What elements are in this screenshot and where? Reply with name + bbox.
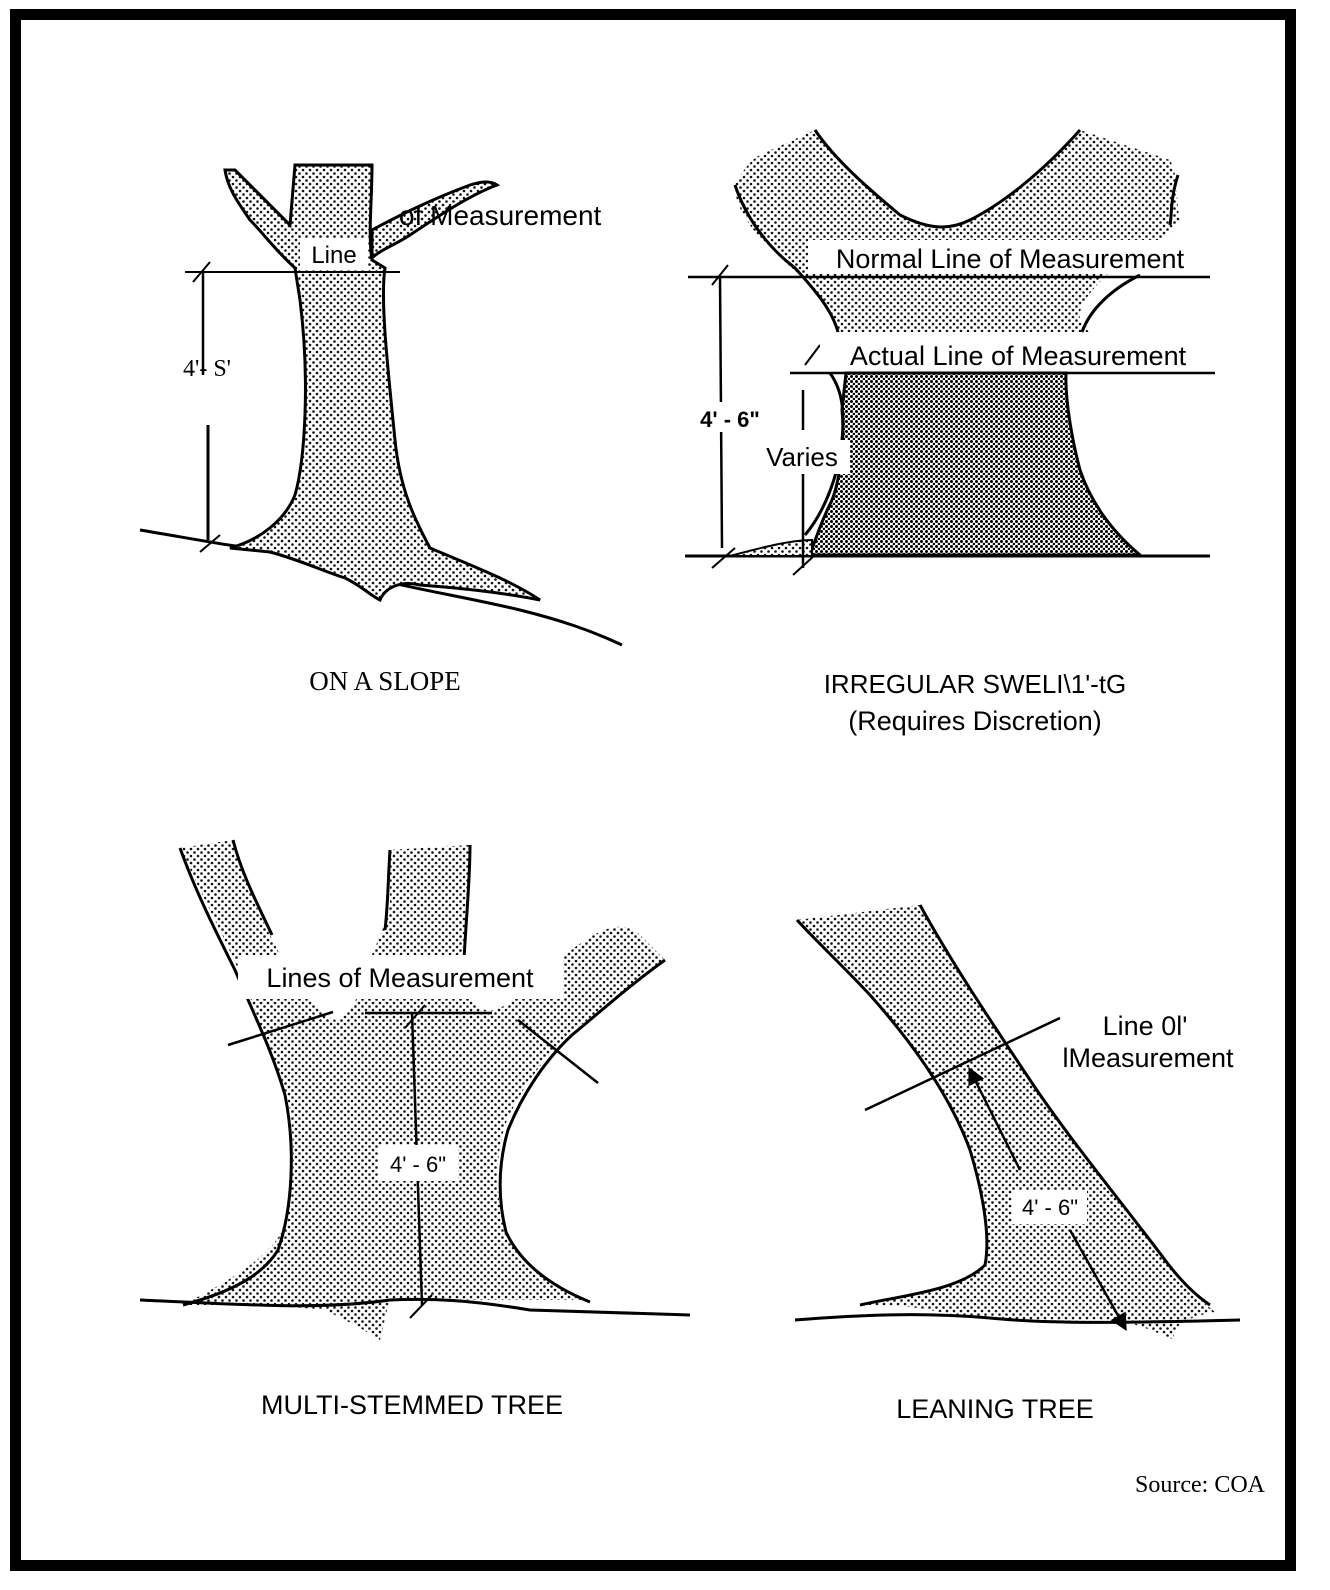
ground-line bbox=[139, 1297, 691, 1317]
trunk bbox=[180, 840, 665, 1340]
trunk-outline bbox=[178, 839, 666, 1307]
dimension-arrow-down bbox=[1068, 1229, 1127, 1332]
panel-irregular-swelling: Normal Line of Measurement Actual Line o… bbox=[685, 129, 1215, 736]
actual-line-label: Actual Line of Measurement bbox=[850, 341, 1187, 371]
dimension-arrow-up bbox=[968, 1066, 1022, 1171]
line-label: Line 0l' bbox=[1103, 1011, 1188, 1041]
crown-outline bbox=[733, 129, 1180, 333]
ground-line bbox=[794, 1313, 1241, 1324]
panel-on-a-slope: Line of Measurement 4'- S' ON A SLOPE bbox=[139, 163, 623, 696]
tick bbox=[711, 264, 729, 286]
caption-note: (Requires Discretion) bbox=[848, 706, 1102, 736]
line-label: Line bbox=[311, 242, 356, 269]
line-of-measurement bbox=[864, 1016, 1061, 1112]
tick bbox=[404, 1004, 426, 1029]
lines-of-measurement-label: Lines of Measurement bbox=[266, 963, 534, 993]
caption: IRREGULAR SWELI\1'-tG bbox=[824, 669, 1127, 699]
normal-line-label: Normal Line of Measurement bbox=[836, 244, 1185, 274]
varies-label: Varies bbox=[766, 442, 838, 472]
tick bbox=[192, 261, 211, 283]
caption: LEANING TREE bbox=[896, 1394, 1094, 1424]
tick bbox=[792, 554, 816, 576]
line-of-measurement bbox=[517, 1019, 599, 1084]
height-label: 4' - 6" bbox=[700, 407, 760, 432]
trunk-outline bbox=[795, 904, 1211, 1307]
panel-multi-stemmed-tree: Lines of Measurement 4' - 6" MULTI-STEMM… bbox=[139, 839, 691, 1420]
tick bbox=[804, 344, 821, 366]
panel-leaning-tree: 4' - 6" Line 0l' lMeasurement LEANING TR… bbox=[794, 904, 1241, 1424]
tick bbox=[409, 1294, 433, 1319]
tick bbox=[199, 534, 221, 553]
root-flare bbox=[729, 538, 813, 557]
tick bbox=[711, 547, 736, 569]
trunk bbox=[223, 163, 541, 603]
trunk bbox=[807, 371, 1145, 557]
measurement-label: lMeasurement bbox=[1062, 1043, 1234, 1073]
measurement-label: of Measurement bbox=[399, 200, 602, 231]
line-of-measurement bbox=[227, 1010, 334, 1047]
height-label: 4'- S' bbox=[183, 356, 231, 382]
crown bbox=[735, 130, 1180, 332]
height-label: 4' - 6" bbox=[390, 1152, 446, 1177]
trunk bbox=[797, 905, 1215, 1340]
source-credit: Source: COA bbox=[1135, 1472, 1266, 1498]
height-label: 4' - 6" bbox=[1022, 1195, 1078, 1220]
branch bbox=[370, 180, 501, 262]
caption: MULTI-STEMMED TREE bbox=[261, 1390, 563, 1420]
caption: ON A SLOPE bbox=[309, 666, 461, 696]
